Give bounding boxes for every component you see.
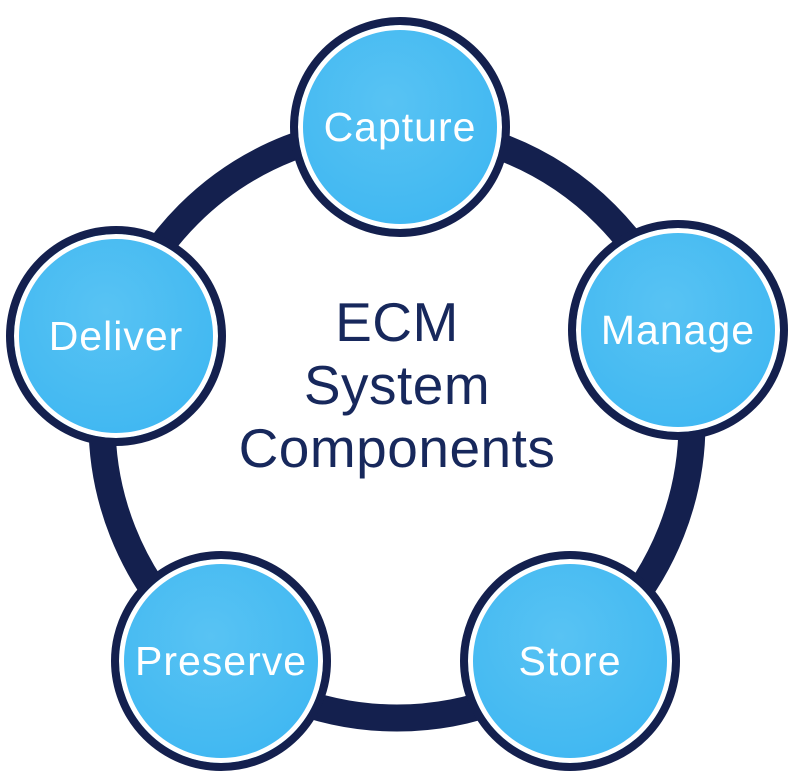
node-preserve-label: Preserve xyxy=(134,637,308,684)
node-manage-label: Manage xyxy=(600,306,756,353)
diagram-title: ECM System Components xyxy=(0,291,794,480)
node-manage: Manage xyxy=(568,220,788,440)
title-line: Components xyxy=(238,417,556,479)
node-preserve: Preserve xyxy=(111,551,331,771)
node-capture-label: Capture xyxy=(323,103,477,150)
title-line: System xyxy=(303,354,491,416)
node-capture: Capture xyxy=(290,17,510,237)
node-store-label: Store xyxy=(518,637,622,684)
node-store: Store xyxy=(460,551,680,771)
node-deliver-label: Deliver xyxy=(48,312,184,359)
title-line: ECM xyxy=(335,291,459,353)
node-deliver: Deliver xyxy=(6,226,226,446)
